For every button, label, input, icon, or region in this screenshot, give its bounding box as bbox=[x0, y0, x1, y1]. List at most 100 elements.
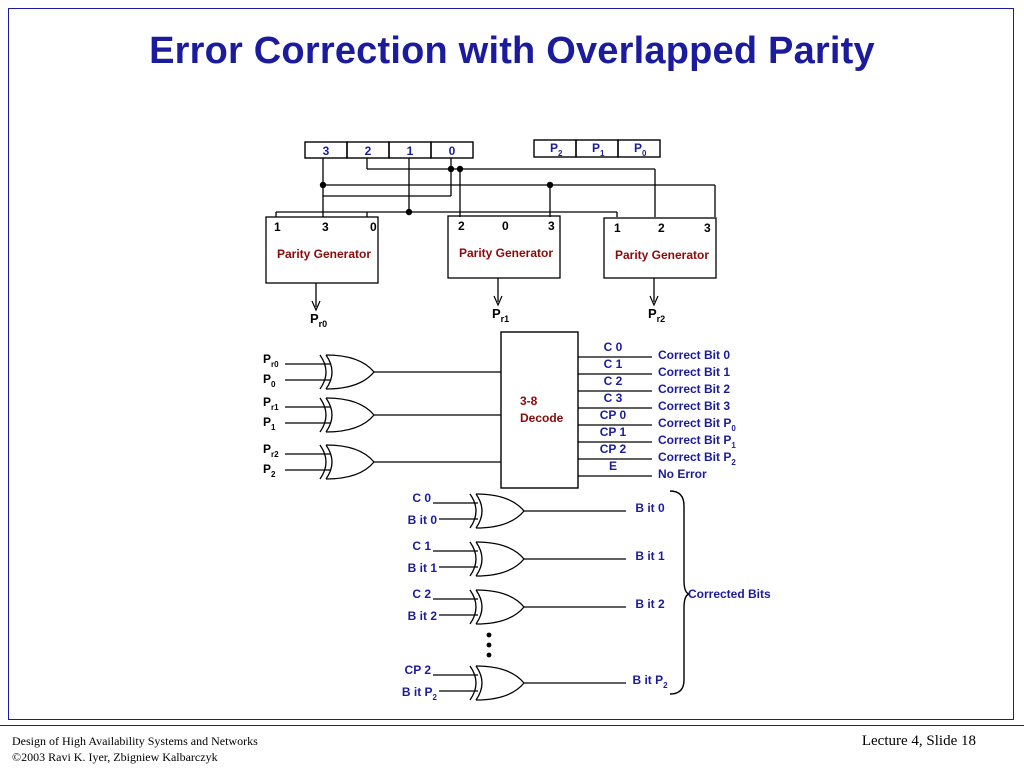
syndrome-input-a-main: P bbox=[263, 352, 271, 366]
syndrome-input-a-sub: r2 bbox=[271, 450, 279, 459]
syndrome-input-a-sub: r0 bbox=[271, 360, 279, 369]
syndrome-input-a: Pr1 bbox=[263, 395, 279, 412]
decoder-output-code: CP 1 bbox=[600, 425, 627, 439]
decoder-output-code: C 0 bbox=[604, 340, 623, 354]
parity-generator-box bbox=[603, 217, 717, 279]
syndrome-xor-gate-body bbox=[325, 444, 375, 480]
correction-xor-gate-input-curve bbox=[475, 493, 483, 529]
generator-input-label: 3 bbox=[548, 219, 555, 233]
generator-input-label: 2 bbox=[658, 221, 665, 235]
output-arrowhead bbox=[493, 295, 503, 307]
correction-control-label: C 1 bbox=[412, 539, 431, 553]
syndrome-xor-gate-body bbox=[325, 354, 375, 390]
decoder-output-meaning-main: Correct Bit 0 bbox=[658, 348, 730, 362]
generator-output-label: Pr2 bbox=[648, 306, 665, 324]
parity-bit-label: P0 bbox=[634, 141, 647, 158]
generator-input-label: 0 bbox=[502, 219, 509, 233]
decoder-output-meaning: Correct Bit 1 bbox=[658, 365, 730, 379]
correction-output-label: B it 1 bbox=[635, 549, 665, 563]
correction-output-label: B it 0 bbox=[635, 501, 665, 515]
decoder-output-meaning-main: Correct Bit 3 bbox=[658, 399, 730, 413]
generator-input-label: 1 bbox=[274, 220, 281, 234]
decoder-output-meaning: Correct Bit 0 bbox=[658, 348, 730, 362]
decoder-output-meaning-sub: 2 bbox=[731, 458, 736, 467]
correction-xor-gate-back-curve bbox=[469, 589, 477, 625]
decoder-output-meaning: Correct Bit 3 bbox=[658, 399, 730, 413]
correction-xor-gate-input-curve bbox=[475, 589, 483, 625]
generator-output-label-sub: r2 bbox=[657, 314, 666, 324]
parity-bit-label-main: P bbox=[634, 141, 642, 155]
correction-input-label-main: B it 0 bbox=[408, 513, 438, 527]
output-arrowhead bbox=[311, 300, 321, 312]
ellipsis-dot bbox=[486, 642, 492, 648]
junction-dot bbox=[456, 165, 464, 173]
decoder-output-meaning: Correct Bit 2 bbox=[658, 382, 730, 396]
correction-input-label-sub: 2 bbox=[433, 693, 438, 702]
decoder-box bbox=[500, 331, 579, 489]
footer-course: Design of High Availability Systems and … bbox=[12, 734, 258, 748]
correction-input-label: B it 2 bbox=[408, 609, 438, 623]
correction-output-label-main: B it 1 bbox=[635, 549, 665, 563]
slide-number: Lecture 4, Slide 18 bbox=[861, 733, 976, 749]
correction-input-label-main: B it P bbox=[402, 685, 433, 699]
parity-bit-label-sub: 2 bbox=[558, 149, 563, 158]
parity-bit-label-sub: 1 bbox=[600, 149, 605, 158]
footer-credits: Design of High Availability Systems and … bbox=[12, 733, 258, 765]
decoder-output-code: CP 2 bbox=[600, 442, 627, 456]
decoder-output-meaning-sub: 0 bbox=[731, 424, 736, 433]
correction-xor-gate-body bbox=[475, 493, 525, 529]
decoder-output-meaning-main: Correct Bit P bbox=[658, 450, 731, 464]
decoder-output-meaning-main: Correct Bit P bbox=[658, 416, 731, 430]
correction-output-label: B it 2 bbox=[635, 597, 665, 611]
syndrome-input-b: P1 bbox=[263, 415, 276, 432]
syndrome-input-a-main: P bbox=[263, 442, 271, 456]
correction-control-label: C 2 bbox=[412, 587, 431, 601]
correction-xor-gate-input-curve bbox=[475, 665, 483, 701]
generator-output-label-sub: r0 bbox=[319, 319, 328, 329]
generator-output-label-main: P bbox=[310, 311, 319, 326]
correction-xor-gate-back-curve bbox=[469, 665, 477, 701]
decoder-label-line1: 3-8 bbox=[520, 394, 538, 408]
generator-output-label-main: P bbox=[648, 306, 657, 321]
correction-output-label-main: B it 0 bbox=[635, 501, 665, 515]
data-bit-label: 1 bbox=[407, 144, 414, 158]
syndrome-input-a-main: P bbox=[263, 395, 271, 409]
syndrome-input-b-sub: 0 bbox=[271, 380, 276, 389]
decoder-output-meaning: Correct Bit P0 bbox=[658, 416, 736, 433]
parity-generator-box bbox=[265, 216, 379, 284]
correction-control-label: CP 2 bbox=[405, 663, 432, 677]
corrected-bits-brace bbox=[669, 490, 691, 695]
correction-input-label: B it 1 bbox=[408, 561, 438, 575]
syndrome-xor-gate-input-curve bbox=[325, 444, 333, 480]
correction-output-label-main: B it P bbox=[632, 673, 663, 687]
correction-control-label: C 0 bbox=[412, 491, 431, 505]
decoder-output-code: C 2 bbox=[604, 374, 623, 388]
syndrome-input-b-main: P bbox=[263, 415, 271, 429]
correction-xor-gate-back-curve bbox=[469, 541, 477, 577]
ellipsis-dot bbox=[486, 632, 492, 638]
syndrome-input-b-main: P bbox=[263, 372, 271, 386]
slide-title: Error Correction with Overlapped Parity bbox=[149, 30, 875, 72]
junction-dot bbox=[447, 165, 455, 173]
decoder-output-meaning-main: Correct Bit 2 bbox=[658, 382, 730, 396]
correction-input-label-main: B it 1 bbox=[408, 561, 438, 575]
syndrome-input-b: P2 bbox=[263, 462, 276, 479]
footer-rule bbox=[0, 725, 1024, 726]
syndrome-input-a-sub: r1 bbox=[271, 403, 279, 412]
data-bit-cell bbox=[430, 141, 474, 159]
syndrome-xor-gate-back-curve bbox=[319, 444, 327, 480]
correction-input-label: B it 0 bbox=[408, 513, 438, 527]
decoder-output-meaning-main: No Error bbox=[658, 467, 707, 481]
corrected-bits-label: Corrected Bits bbox=[688, 587, 771, 601]
generator-output-label-main: P bbox=[492, 306, 501, 321]
syndrome-input-b-main: P bbox=[263, 462, 271, 476]
generator-input-label: 2 bbox=[458, 219, 465, 233]
generator-output-label: Pr0 bbox=[310, 311, 327, 329]
data-bit-label: 0 bbox=[449, 144, 456, 158]
syndrome-xor-gate-body bbox=[325, 397, 375, 433]
decoder-output-meaning: Correct Bit P1 bbox=[658, 433, 736, 450]
decoder-output-code: C 3 bbox=[604, 391, 623, 405]
correction-xor-gate-body bbox=[475, 665, 525, 701]
generator-output-label: Pr1 bbox=[492, 306, 509, 324]
syndrome-xor-gate-input-curve bbox=[325, 397, 333, 433]
